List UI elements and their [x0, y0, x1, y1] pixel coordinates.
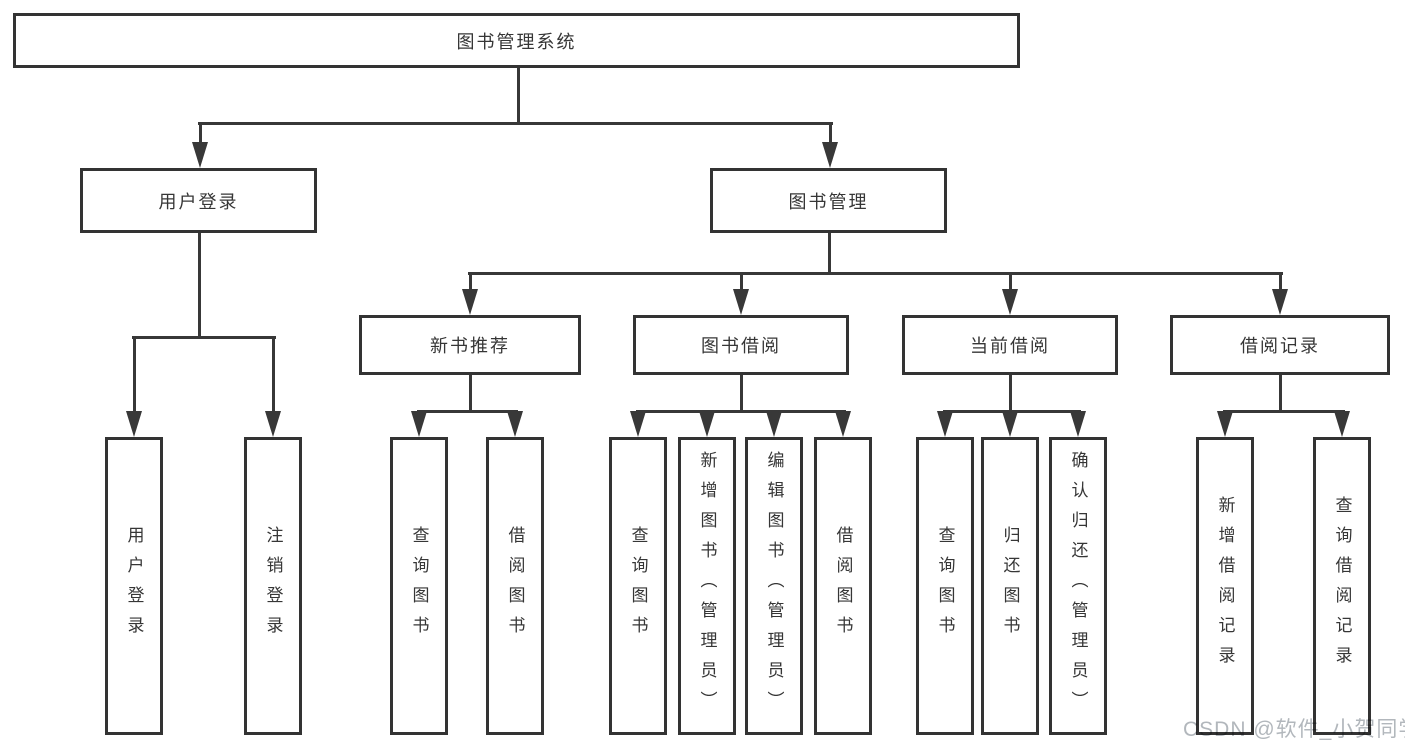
- arrow-down-icon: [1334, 411, 1350, 437]
- arrow-down-icon: [507, 411, 523, 437]
- node-label: 查询图书: [409, 526, 429, 646]
- connector-line: [740, 375, 743, 413]
- leaf-query-books-borrowing: 查询图书: [609, 437, 667, 735]
- connector-line: [740, 272, 743, 292]
- connector-line: [517, 68, 520, 124]
- leaf-query-books-recommend: 查询图书: [390, 437, 448, 735]
- connector-line: [469, 272, 472, 292]
- node-current-borrowing: 当前借阅: [902, 315, 1118, 375]
- node-label: 借阅记录: [1240, 336, 1320, 356]
- arrow-down-icon: [411, 411, 427, 437]
- connector-line: [468, 272, 1283, 275]
- leaf-confirm-return-admin: 确认归还（管理员）: [1049, 437, 1107, 735]
- leaf-borrow-books-borrowing: 借阅图书: [814, 437, 872, 735]
- arrow-down-icon: [1070, 411, 1086, 437]
- node-label: 编辑图书（管理员）: [764, 451, 784, 721]
- arrow-down-icon: [733, 289, 749, 315]
- connector-line: [198, 122, 833, 125]
- arrow-down-icon: [192, 142, 208, 168]
- connector-line: [469, 375, 472, 413]
- arrow-down-icon: [1002, 289, 1018, 315]
- leaf-query-books-current: 查询图书: [916, 437, 974, 735]
- node-new-book-recommendation: 新书推荐: [359, 315, 581, 375]
- leaf-add-borrow-record: 新增借阅记录: [1196, 437, 1254, 735]
- node-label: 查询借阅记录: [1332, 496, 1352, 676]
- arrow-down-icon: [1272, 289, 1288, 315]
- node-label: 确认归还（管理员）: [1068, 451, 1088, 721]
- connector-line: [636, 410, 846, 413]
- connector-line: [199, 122, 202, 148]
- connector-line: [133, 336, 136, 416]
- node-borrowing-records: 借阅记录: [1170, 315, 1390, 375]
- arrow-down-icon: [265, 411, 281, 437]
- arrow-down-icon: [462, 289, 478, 315]
- leaf-borrow-books-recommend: 借阅图书: [486, 437, 544, 735]
- leaf-query-borrow-record: 查询借阅记录: [1313, 437, 1371, 735]
- node-label: 借阅图书: [505, 526, 525, 646]
- node-label: 新增图书（管理员）: [697, 451, 717, 721]
- arrow-down-icon: [699, 411, 715, 437]
- connector-line: [1279, 375, 1282, 413]
- connector-line: [1279, 272, 1282, 292]
- arrow-down-icon: [766, 411, 782, 437]
- leaf-edit-book-admin: 编辑图书（管理员）: [745, 437, 803, 735]
- arrow-down-icon: [1217, 411, 1233, 437]
- arrow-down-icon: [822, 142, 838, 168]
- node-label: 新增借阅记录: [1215, 496, 1235, 676]
- connector-line: [417, 410, 518, 413]
- node-label: 图书借阅: [701, 336, 781, 356]
- leaf-logout: 注销登录: [244, 437, 302, 735]
- leaf-return-books: 归还图书: [981, 437, 1039, 735]
- connector-line: [198, 233, 201, 339]
- node-label: 查询图书: [935, 526, 955, 646]
- arrow-down-icon: [1002, 411, 1018, 437]
- connector-line: [828, 233, 831, 275]
- connector-line: [132, 336, 276, 339]
- node-label: 新书推荐: [430, 336, 510, 356]
- connector-line: [1009, 375, 1012, 413]
- arrow-down-icon: [937, 411, 953, 437]
- leaf-user-login: 用户登录: [105, 437, 163, 735]
- connector-line: [829, 122, 832, 148]
- connector-line: [1223, 410, 1345, 413]
- watermark-text: CSDN @软件_小贺同学: [1183, 718, 1405, 741]
- arrow-down-icon: [126, 411, 142, 437]
- connector-line: [1009, 272, 1012, 292]
- node-label: 用户登录: [124, 526, 144, 646]
- node-label: 当前借阅: [970, 336, 1050, 356]
- arrow-down-icon: [630, 411, 646, 437]
- node-label: 归还图书: [1000, 526, 1020, 646]
- leaf-add-book-admin: 新增图书（管理员）: [678, 437, 736, 735]
- node-label: 用户登录: [158, 191, 239, 212]
- node-book-borrowing: 图书借阅: [633, 315, 849, 375]
- connector-line: [272, 336, 275, 416]
- node-label: 图书管理: [788, 191, 869, 212]
- node-library-management-system: 图书管理系统: [13, 13, 1020, 68]
- node-label: 图书管理系统: [456, 31, 577, 52]
- node-user-login: 用户登录: [80, 168, 317, 233]
- arrow-down-icon: [835, 411, 851, 437]
- node-label: 查询图书: [628, 526, 648, 646]
- node-book-management: 图书管理: [710, 168, 947, 233]
- node-label: 注销登录: [263, 526, 283, 646]
- node-label: 借阅图书: [833, 526, 853, 646]
